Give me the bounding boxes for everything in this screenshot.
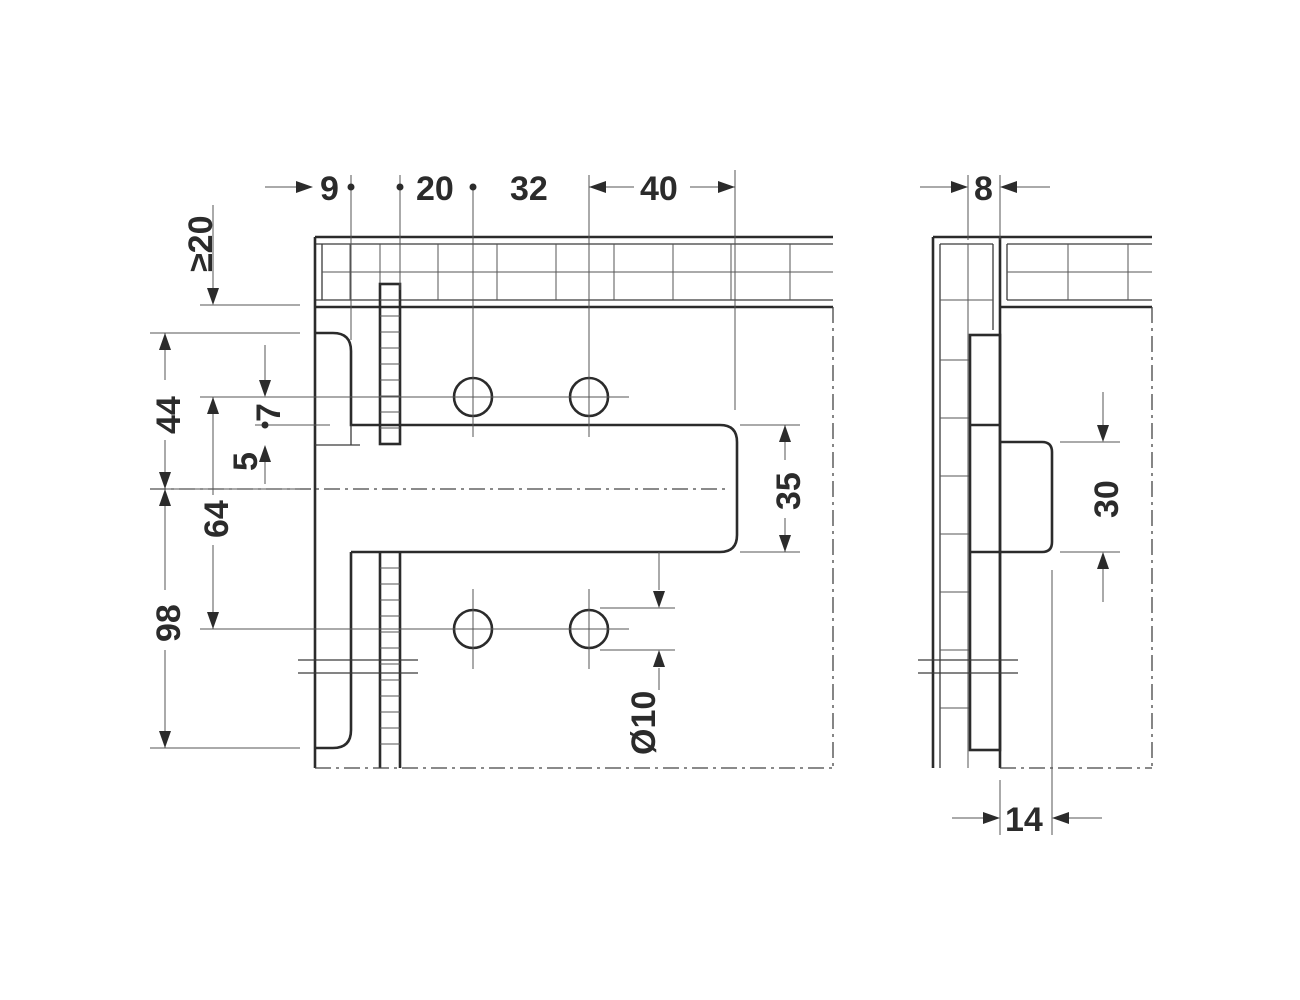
side-panel-honeycomb — [1000, 235, 1152, 309]
side-door-panel — [931, 235, 1002, 768]
front-panel-honeycomb — [313, 235, 833, 309]
side-hinge-body — [968, 333, 1054, 752]
panel-outline-dashed — [315, 307, 834, 769]
side-view — [918, 235, 1153, 769]
front-view — [150, 235, 834, 769]
dim-min-20: ≥20 — [182, 216, 220, 272]
dim-8: 8 — [974, 170, 993, 208]
side-dimension-lines — [920, 175, 1120, 835]
front-side-profile — [313, 307, 380, 768]
dim-35: 35 — [770, 472, 808, 510]
dim-44: 44 — [150, 396, 188, 434]
drill-hole — [433, 589, 513, 669]
hole-axis-lines — [200, 300, 590, 630]
dim-14: 14 — [1005, 801, 1043, 839]
dim-20: 20 — [416, 170, 454, 208]
dim-diameter-10: Ø10 — [625, 691, 663, 755]
dimension-lines — [150, 170, 800, 749]
dim-7: 7 — [250, 403, 288, 422]
rail-upper — [378, 282, 402, 446]
side-break-lines — [918, 659, 1018, 674]
break-lines — [298, 659, 418, 674]
side-panel-outline-dashed — [1000, 307, 1153, 769]
dim-40: 40 — [640, 170, 678, 208]
drill-hole — [549, 589, 629, 669]
dimension-labels: 9 20 32 40 ≥20 44 7 5 64 98 35 Ø10 8 30 … — [150, 170, 1126, 839]
dim-98: 98 — [150, 604, 188, 642]
drill-hole — [433, 357, 513, 437]
dim-32: 32 — [510, 170, 548, 208]
dim-5: 5 — [227, 452, 265, 471]
drill-hole — [549, 357, 629, 437]
dim-9: 9 — [320, 170, 339, 208]
fitting-plate — [351, 423, 739, 554]
dim-30: 30 — [1088, 480, 1126, 518]
dim-64: 64 — [198, 500, 236, 538]
